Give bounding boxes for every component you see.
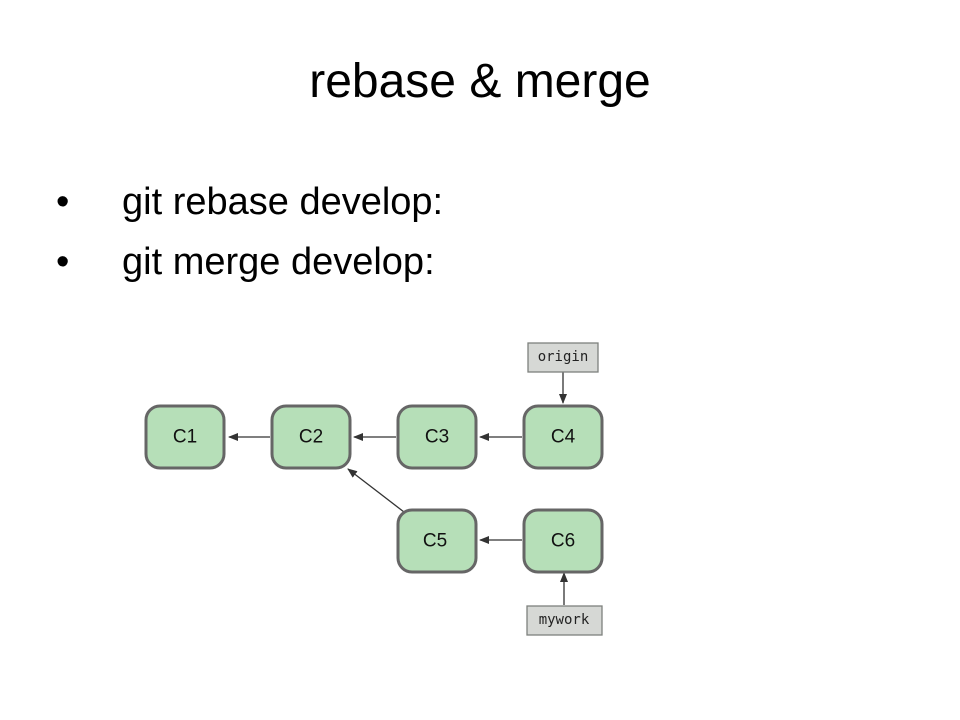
commit-label: C5 [423, 531, 447, 552]
commit-label: C6 [551, 531, 575, 552]
ref-label: origin [538, 349, 589, 365]
edge-c5-c2 [347, 468, 405, 513]
bullet-marker: • [56, 241, 70, 283]
ref-origin: origin [527, 342, 599, 373]
slide-title: rebase & merge [309, 55, 651, 108]
bullet-marker: • [56, 181, 70, 223]
commit-node-c5: C5 [396, 508, 478, 574]
commit-label: C2 [299, 427, 323, 448]
commit-node-c6: C6 [522, 508, 604, 574]
ref-label: mywork [539, 612, 590, 628]
commit-label: C3 [425, 427, 449, 448]
bullet-text-rebase: git rebase develop: [122, 181, 444, 223]
commit-label: C1 [173, 427, 197, 448]
commit-label: C4 [551, 427, 576, 448]
commit-node-c4: C4 [522, 404, 604, 470]
commit-node-c2: C2 [270, 404, 352, 470]
ref-mywork: mywork [526, 605, 603, 636]
commit-node-c3: C3 [396, 404, 478, 470]
bullet-text-merge: git merge develop: [122, 241, 435, 283]
commit-node-c1: C1 [144, 404, 226, 470]
